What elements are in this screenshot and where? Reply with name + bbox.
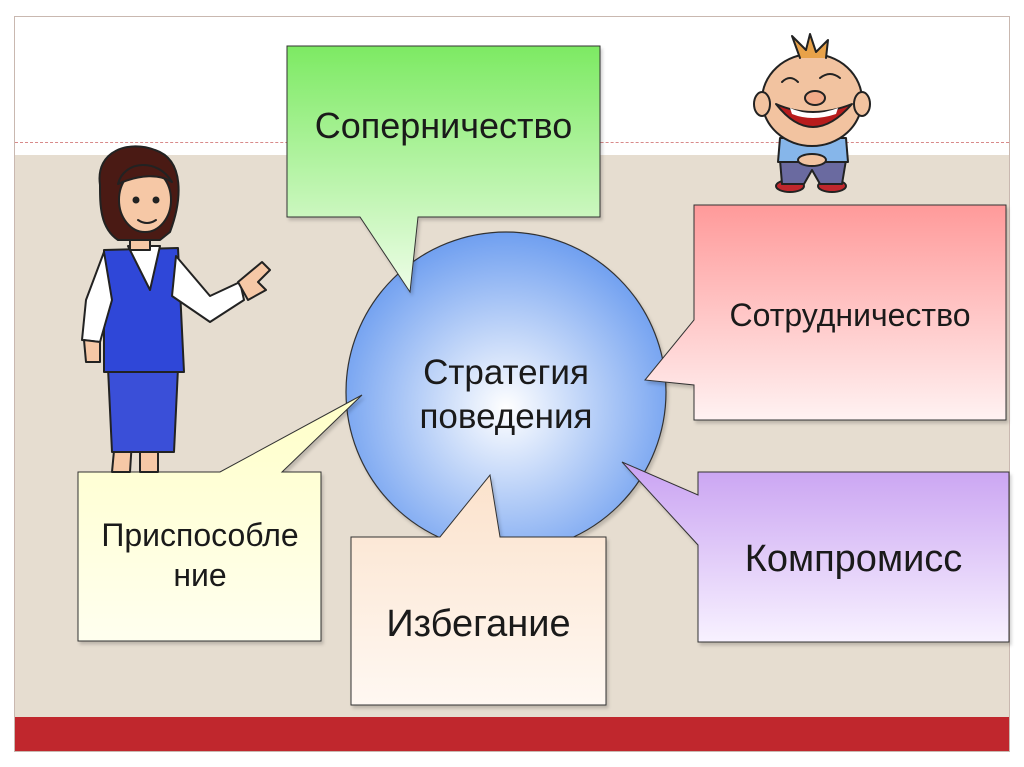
accommodation-callout [77,394,363,642]
compromise-callout [621,461,1010,643]
strategy-center-label: Стратегия поведения [419,353,593,436]
avoidance-label: Избегание [386,603,571,646]
rivalry-callout [286,45,601,294]
woman-teacher-illustration [81,145,271,473]
cooperation-label: Сотрудничество [729,297,971,333]
compromise-label: Компромисс [744,538,963,581]
bottom-band [15,717,1009,751]
avoidance-callout [350,473,607,706]
laughing-boy-illustration [753,33,871,193]
rivalry-label: Соперничество [314,104,573,146]
accommodation-label: Приспособле ние [101,517,299,593]
cooperation-callout [644,204,1007,421]
